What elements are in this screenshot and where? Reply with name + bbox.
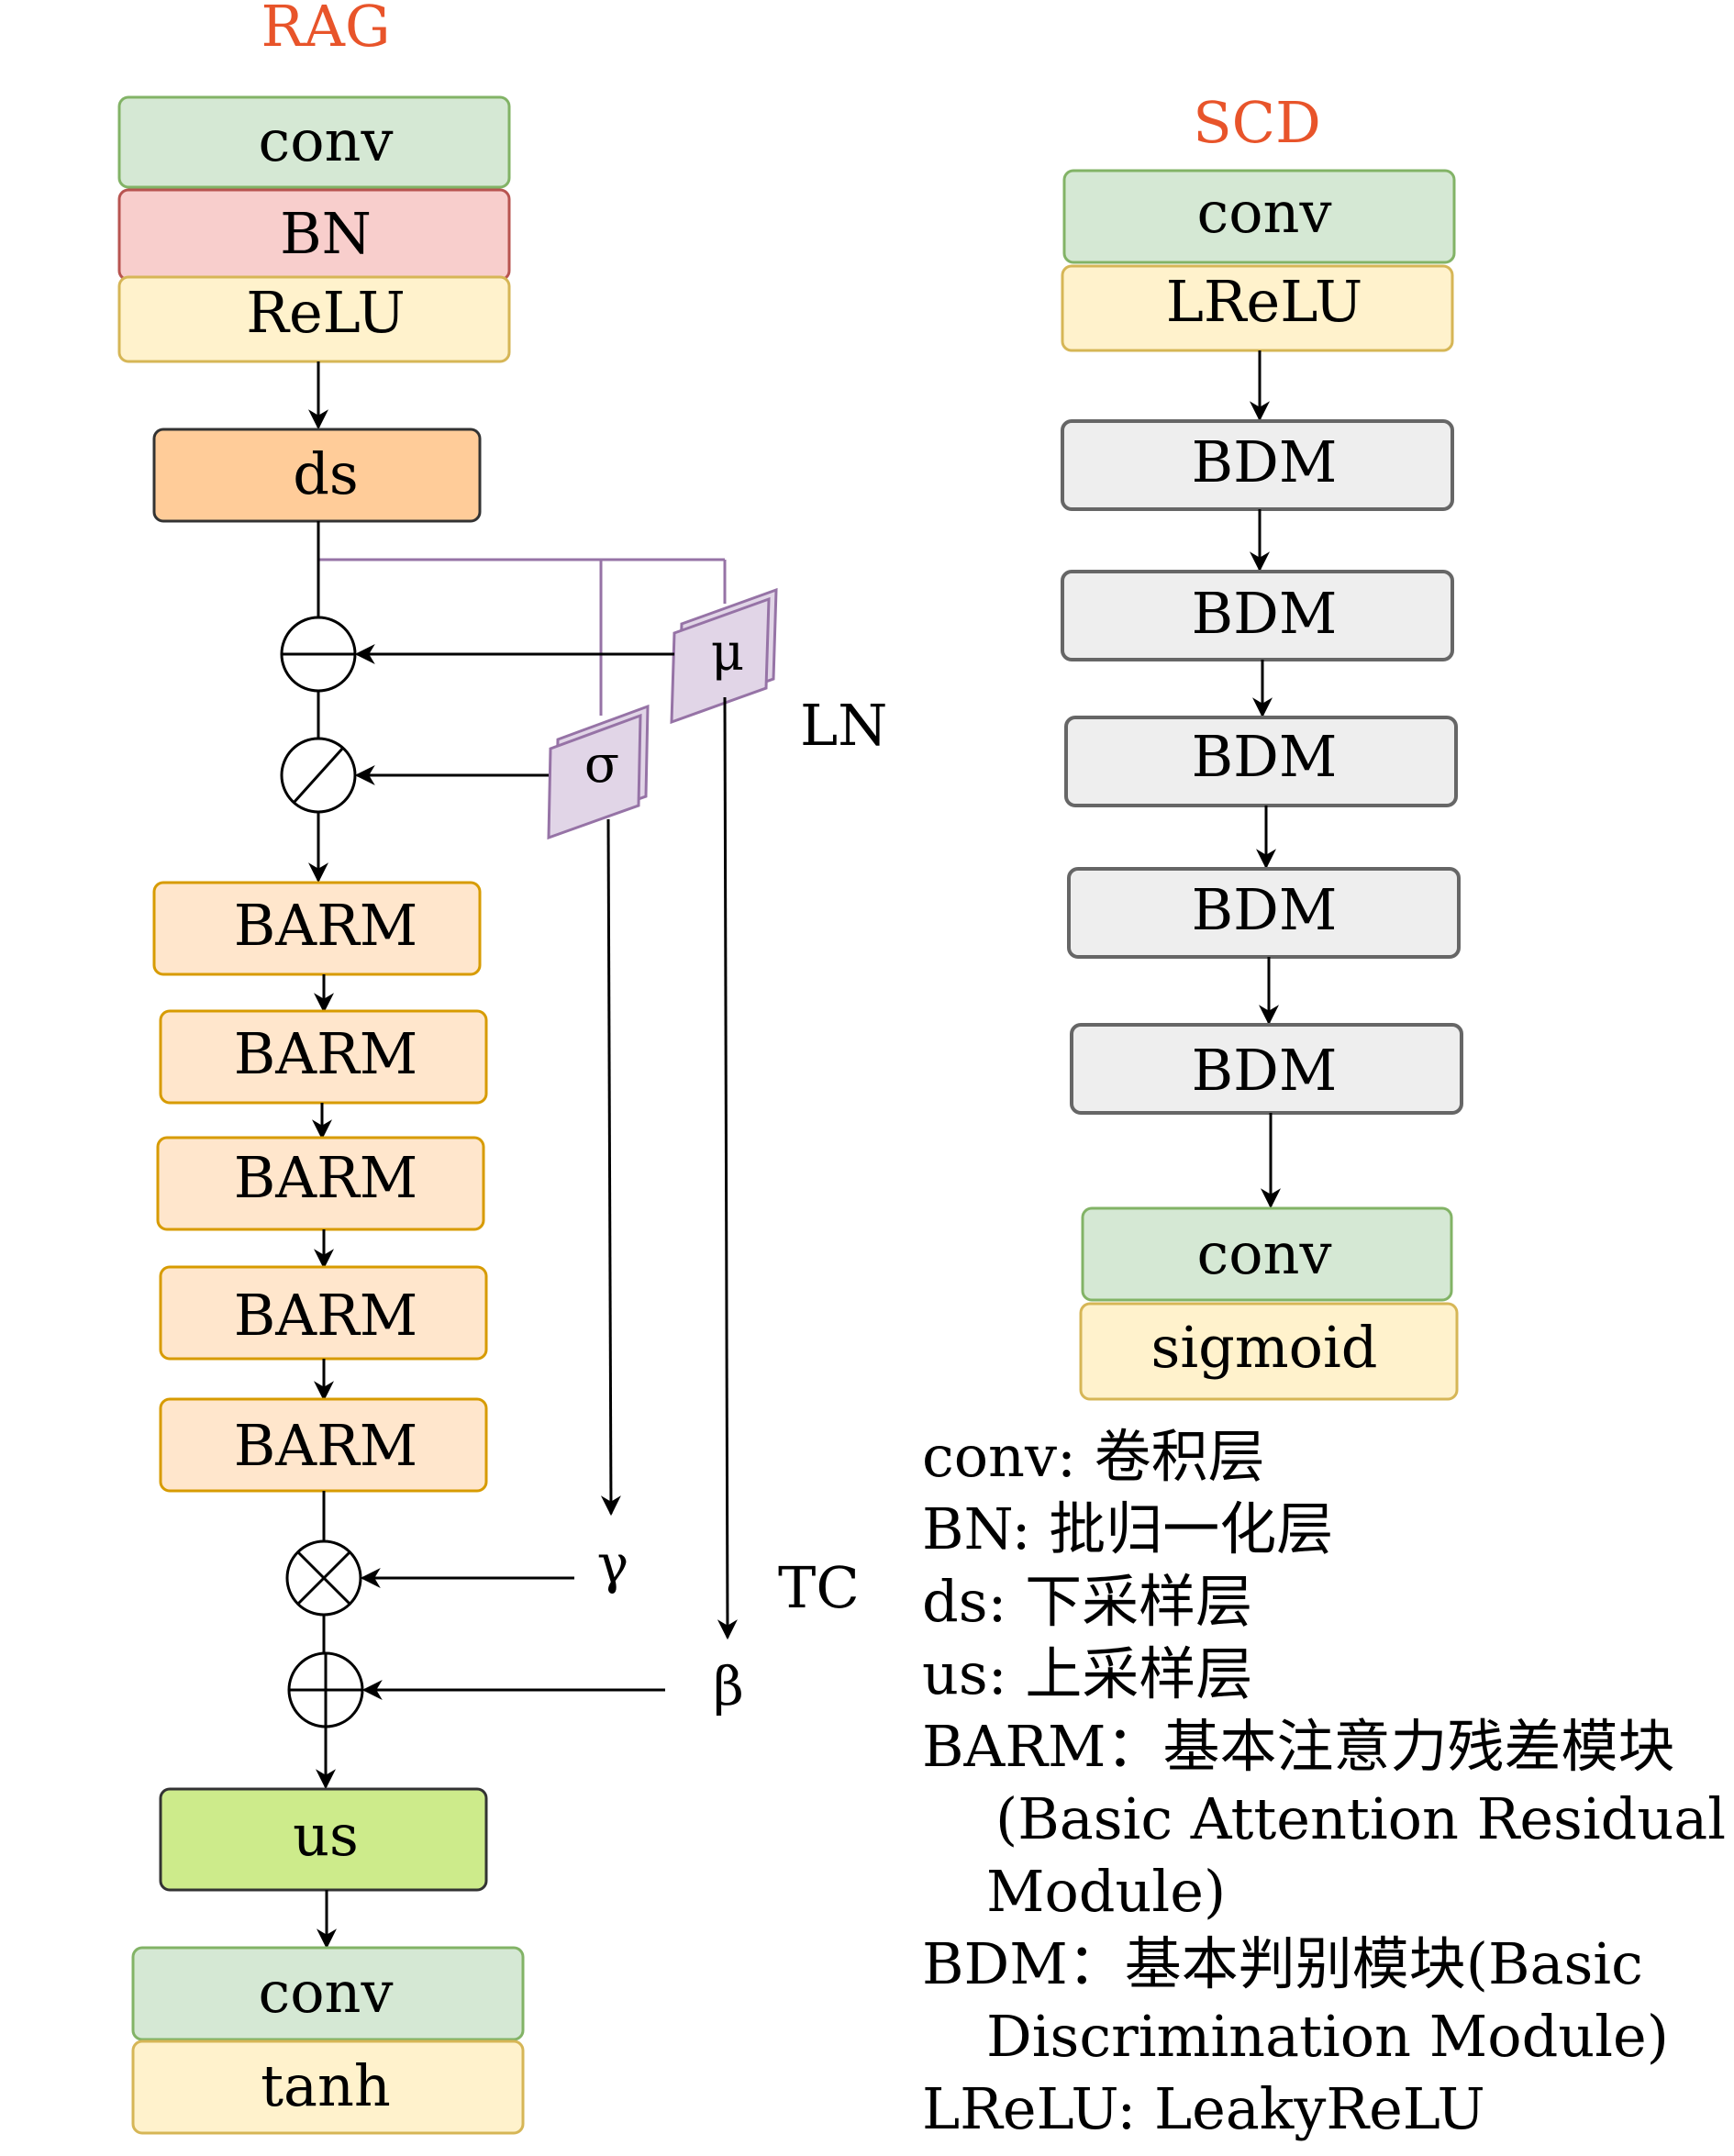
bdm-label-4: BDM: [1192, 876, 1338, 943]
scd-lrelu-block: LReLU: [1061, 264, 1454, 352]
rag-tanh-block: tanh: [131, 2039, 525, 2135]
legend-lrelu: LReLU: LeakyReLU: [922, 2075, 1485, 2142]
rag-tanh-label: tanh: [261, 2052, 391, 2119]
rag-conv-top-label: conv: [258, 107, 393, 174]
ln-label: LN: [800, 692, 887, 759]
bdm-label-1: BDM: [1192, 428, 1338, 495]
legend: conv: 卷积层 BN: 批归一化层 ds: 下采样层 us: 上采样层 BA…: [922, 1420, 1729, 2145]
scd-sigmoid-block: sigmoid: [1079, 1302, 1459, 1401]
rag-us-label: us: [293, 1802, 359, 1869]
barm-block-1: BARM: [152, 881, 482, 976]
bdm-label-2: BDM: [1192, 580, 1338, 647]
legend-barm-line-2: (Basic Attention Residual: [995, 1785, 1727, 1852]
rag-ds-label: ds: [293, 440, 359, 507]
rag-bn-label: BN: [280, 200, 372, 267]
ln-branch-lines: [318, 558, 727, 716]
sigma-label: σ: [584, 735, 619, 795]
divide-operator: [280, 737, 357, 814]
bdm-block-3: BDM: [1064, 716, 1458, 807]
scd-sigmoid-label: sigmoid: [1151, 1314, 1378, 1381]
rag-conv-bottom-label: conv: [258, 1959, 393, 2026]
barm-label-3: BARM: [234, 1144, 418, 1211]
arrow-mu-to-beta: [717, 696, 738, 1640]
rag-conv-top-block: conv: [117, 95, 511, 189]
tc-label: TC: [778, 1554, 860, 1621]
mu-label: μ: [711, 623, 744, 683]
bdm-block-1: BDM: [1061, 419, 1454, 511]
rag-ds-block: ds: [152, 428, 482, 523]
barm-label-2: BARM: [234, 1020, 418, 1087]
scd-title: SCD: [1193, 89, 1321, 156]
legend-ds: ds: 下采样层: [922, 1568, 1253, 1635]
legend-barm-line-1: BARM：基本注意力残差模块: [922, 1713, 1675, 1780]
bdm-block-5: BDM: [1070, 1023, 1463, 1115]
legend-bn: BN: 批归一化层: [922, 1495, 1334, 1562]
barm-block-4: BARM: [159, 1265, 488, 1361]
legend-us: us: 上采样层: [922, 1640, 1253, 1707]
scd-conv-bottom-block: conv: [1081, 1206, 1453, 1302]
bdm-label-3: BDM: [1192, 723, 1338, 790]
scd-conv-bottom-label: conv: [1196, 1220, 1331, 1287]
legend-barm-line-3: Module): [986, 1858, 1227, 1925]
barm-block-3: BARM: [156, 1136, 485, 1231]
add-operator: [287, 1651, 364, 1728]
barm-block-2: BARM: [159, 1009, 488, 1105]
bdm-block-4: BDM: [1067, 867, 1461, 959]
rag-relu-block: ReLU: [117, 275, 511, 363]
minus-operator: [280, 616, 357, 693]
rag-title: RAG: [261, 0, 391, 60]
rag-us-block: us: [159, 1787, 488, 1892]
scd-lrelu-label: LReLU: [1166, 268, 1363, 335]
barm-label-5: BARM: [234, 1412, 418, 1479]
multiply-operator: [285, 1539, 362, 1617]
rag-conv-bottom-block: conv: [131, 1946, 525, 2041]
barm-label-1: BARM: [234, 892, 418, 959]
scd-conv-top-label: conv: [1196, 179, 1331, 246]
ln-mu-node: μ: [670, 587, 778, 725]
scd-conv-top-block: conv: [1062, 169, 1456, 264]
barm-block-5: BARM: [159, 1397, 488, 1493]
bdm-label-5: BDM: [1192, 1037, 1338, 1104]
gamma-label: γ: [597, 1533, 629, 1595]
bdm-block-2: BDM: [1061, 570, 1454, 661]
legend-bdm-line-2: Discrimination Module): [986, 2003, 1669, 2070]
ln-sigma-node: σ: [547, 704, 650, 840]
arrow-sigma-to-gamma: [600, 818, 621, 1517]
rag-bn-block: BN: [117, 188, 511, 282]
legend-bdm-line-1: BDM：基本判别模块(Basic: [922, 1930, 1643, 1997]
barm-label-4: BARM: [234, 1282, 418, 1349]
legend-conv: conv: 卷积层: [922, 1423, 1265, 1490]
beta-label: β: [713, 1655, 744, 1717]
rag-relu-label: ReLU: [246, 279, 405, 346]
